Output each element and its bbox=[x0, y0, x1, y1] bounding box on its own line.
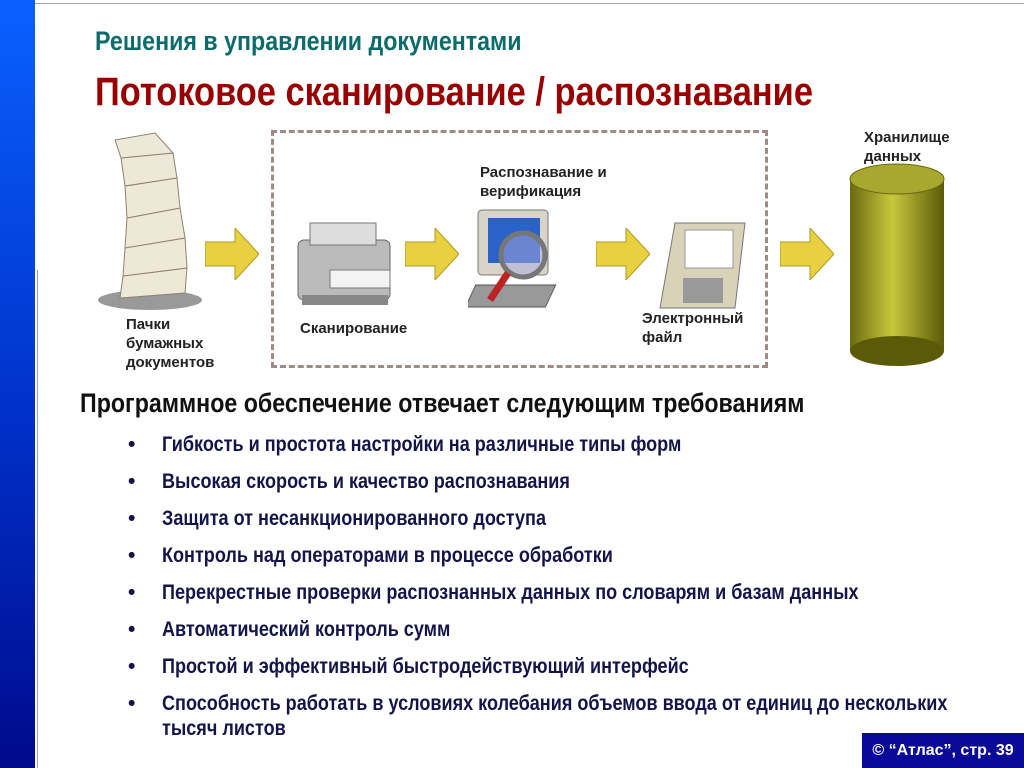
top-divider bbox=[35, 3, 1024, 4]
scanner-icon bbox=[297, 222, 391, 305]
left-divider bbox=[37, 270, 38, 768]
slide-title: Потоковое сканирование / распознавание bbox=[95, 70, 813, 114]
list-item-text: Простой и эффективный быстродействующий … bbox=[162, 655, 689, 678]
bullet: • bbox=[128, 507, 136, 530]
floppy-disk-icon bbox=[659, 222, 746, 309]
bullet: • bbox=[128, 433, 136, 456]
list-item-text: Способность работать в условиях колебани… bbox=[162, 692, 948, 740]
sidebar-gradient bbox=[0, 0, 35, 768]
database-cylinder-icon bbox=[849, 163, 945, 366]
list-item-text: Гибкость и простота настройки на различн… bbox=[162, 433, 682, 456]
computer-magnifier-icon bbox=[468, 209, 557, 308]
list-item: • Защита от несанкционированного доступа bbox=[128, 506, 1024, 531]
arrow-right-icon bbox=[780, 228, 834, 280]
list-item: • Простой и эффективный быстродействующий… bbox=[128, 654, 1024, 679]
recognition-label: Распознавание и верификация bbox=[480, 164, 607, 200]
list-item-text: Высокая скорость и качество распознавани… bbox=[162, 470, 570, 493]
list-item: • Высокая скорость и качество распознаван… bbox=[128, 469, 1024, 494]
requirements-list: • Гибкость и простота настройки на различ… bbox=[128, 432, 1024, 753]
footer-page-label: © “Атлас”, стр. 39 bbox=[862, 733, 1024, 768]
list-item-text: Перекрестные проверки распознанных данны… bbox=[162, 581, 859, 604]
slide-subtitle: Решения в управлении документами bbox=[95, 26, 522, 56]
bullet: • bbox=[128, 470, 136, 493]
bullet: • bbox=[128, 692, 136, 715]
electronic-file-label: Электронный файл bbox=[642, 310, 744, 346]
arrow-right-icon bbox=[205, 228, 259, 280]
list-item: • Автоматический контроль сумм bbox=[128, 617, 1024, 642]
bullet: • bbox=[128, 618, 136, 641]
scanning-label: Сканирование bbox=[300, 320, 408, 337]
arrow-right-icon bbox=[405, 228, 459, 280]
requirements-heading: Программное обеспечение отвечает следующ… bbox=[80, 388, 805, 418]
list-item-text: Защита от несанкционированного доступа bbox=[162, 507, 547, 530]
list-item-text: Автоматический контроль сумм bbox=[162, 618, 451, 641]
list-item: • Гибкость и простота настройки на различ… bbox=[128, 432, 1024, 457]
processing-box bbox=[271, 130, 768, 368]
bullet: • bbox=[128, 655, 136, 678]
list-item: • Способность работать в условиях колебан… bbox=[128, 691, 1024, 741]
paper-stack-label: Пачки бумажных документов bbox=[126, 316, 215, 371]
bullet: • bbox=[128, 581, 136, 604]
bullet: • bbox=[128, 544, 136, 567]
list-item: • Перекрестные проверки распознанных данн… bbox=[128, 580, 1024, 605]
storage-label: Хранилище данных bbox=[864, 129, 950, 165]
paper-stack-icon bbox=[98, 132, 202, 310]
list-item-text: Контроль над операторами в процессе обра… bbox=[162, 544, 613, 567]
arrow-right-icon bbox=[596, 228, 650, 280]
list-item: • Контроль над операторами в процессе обр… bbox=[128, 543, 1024, 568]
